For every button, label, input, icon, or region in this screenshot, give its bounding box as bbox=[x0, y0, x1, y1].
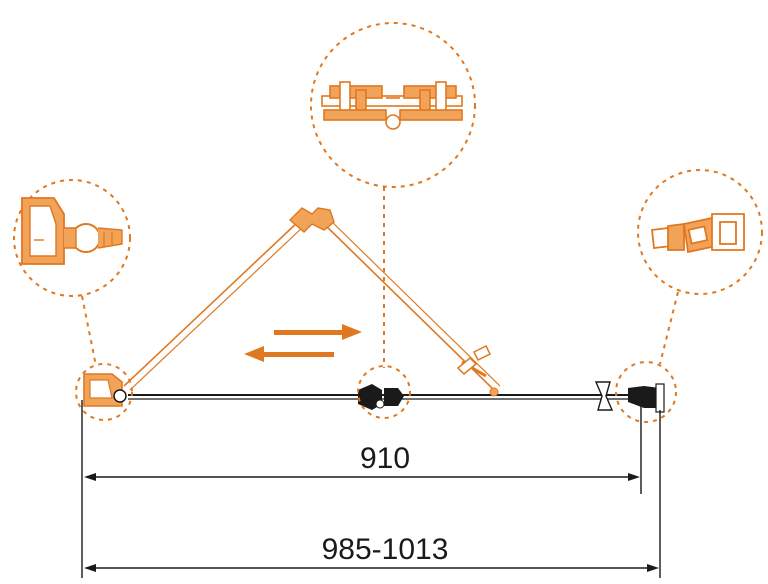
dimension-lines bbox=[81, 400, 661, 578]
handle-icon bbox=[456, 344, 499, 397]
wall-hinge-detail-icon bbox=[21, 197, 123, 265]
center-hinge-detail-icon bbox=[321, 81, 463, 130]
right-wall-profile bbox=[594, 381, 665, 413]
right-callout-circle bbox=[637, 169, 763, 295]
top-hinge-icon bbox=[288, 207, 335, 233]
sliding-arrows-icon bbox=[244, 324, 362, 362]
magnetic-seal-detail-icon bbox=[651, 213, 745, 254]
top-callout-circle bbox=[310, 22, 476, 188]
center-small-circle bbox=[357, 365, 411, 419]
left-wall-profile bbox=[83, 373, 127, 407]
outer-width-label: 985-1013 bbox=[322, 533, 449, 566]
left-callout-circle bbox=[13, 179, 131, 297]
center-joint bbox=[358, 384, 404, 410]
right-leader-line bbox=[659, 291, 679, 365]
left-small-circle bbox=[75, 363, 133, 421]
door-open-position bbox=[123, 207, 501, 397]
inner-width-label: 910 bbox=[360, 442, 410, 475]
right-small-circle bbox=[615, 361, 677, 423]
left-leader-line bbox=[81, 295, 97, 367]
